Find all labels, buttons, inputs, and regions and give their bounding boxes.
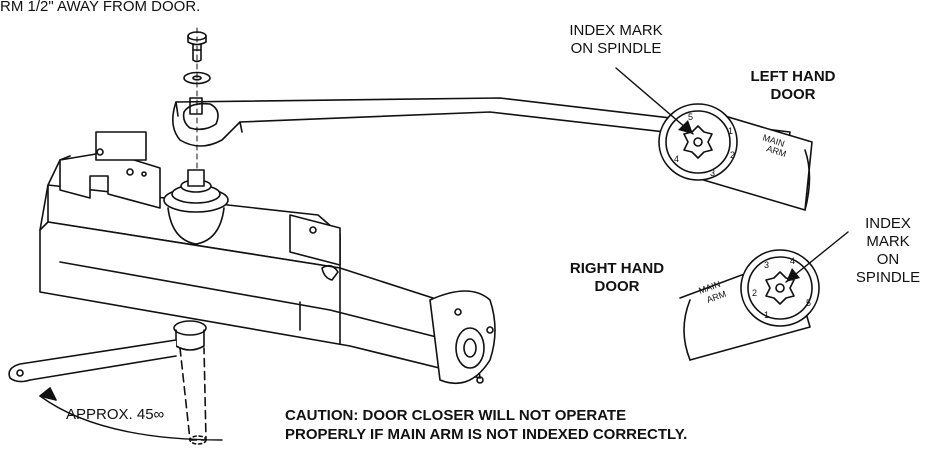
left-dial-number: 4	[674, 154, 679, 164]
left-dial-number: 1	[728, 126, 733, 136]
left-dial-number: 2	[730, 150, 735, 160]
right-index-line-4: SPINDLE	[855, 269, 921, 286]
left-index-line-2: ON SPINDLE	[570, 40, 662, 57]
right-index-mark-label: INDEX MARK ON SPINDLE	[840, 215, 936, 287]
right-hand-door-title: RIGHT HAND DOOR	[556, 260, 678, 296]
left-dial-number: 3	[710, 168, 715, 178]
left-dial-number: 5	[688, 112, 693, 122]
angle-label: APPROX. 45∞	[66, 406, 165, 423]
right-dial-number: 3	[764, 260, 769, 270]
left-index-line-1: INDEX MARK	[569, 22, 663, 39]
left-hand-title-line-2: DOOR	[770, 86, 816, 103]
closer-body-icon	[39, 131, 496, 384]
top-instruction-fragment: RM 1/2" AWAY FROM DOOR.	[0, 0, 201, 15]
lower-arm-icon	[8, 320, 207, 445]
right-dial-number: 1	[764, 310, 769, 320]
left-index-mark-label: INDEX MARK ON SPINDLE	[552, 22, 680, 58]
caution-line-1: CAUTION: DOOR CLOSER WILL NOT OPERATE	[285, 407, 627, 424]
right-dial-number: 4	[790, 256, 795, 266]
main-arm-icon	[172, 97, 791, 147]
rotation-arrow-icon	[39, 387, 223, 441]
left-hand-title-line-1: LEFT HAND	[750, 68, 836, 85]
caution-line-2: PROPERLY IF MAIN ARM IS NOT INDEXED CORR…	[285, 426, 688, 443]
right-index-line-3: ON	[876, 251, 900, 268]
left-hand-door-title: LEFT HAND DOOR	[740, 68, 846, 104]
right-dial-number: 2	[752, 288, 757, 298]
right-hand-arm-detail	[679, 249, 820, 361]
right-hand-title-line-2: DOOR	[594, 278, 640, 295]
right-hand-title-line-1: RIGHT HAND	[569, 260, 665, 277]
left-hand-arm-detail	[658, 103, 813, 211]
right-dial-number: 5	[806, 298, 811, 308]
right-index-line-1: INDEX	[865, 215, 911, 232]
right-index-line-2: MARK	[866, 233, 910, 250]
